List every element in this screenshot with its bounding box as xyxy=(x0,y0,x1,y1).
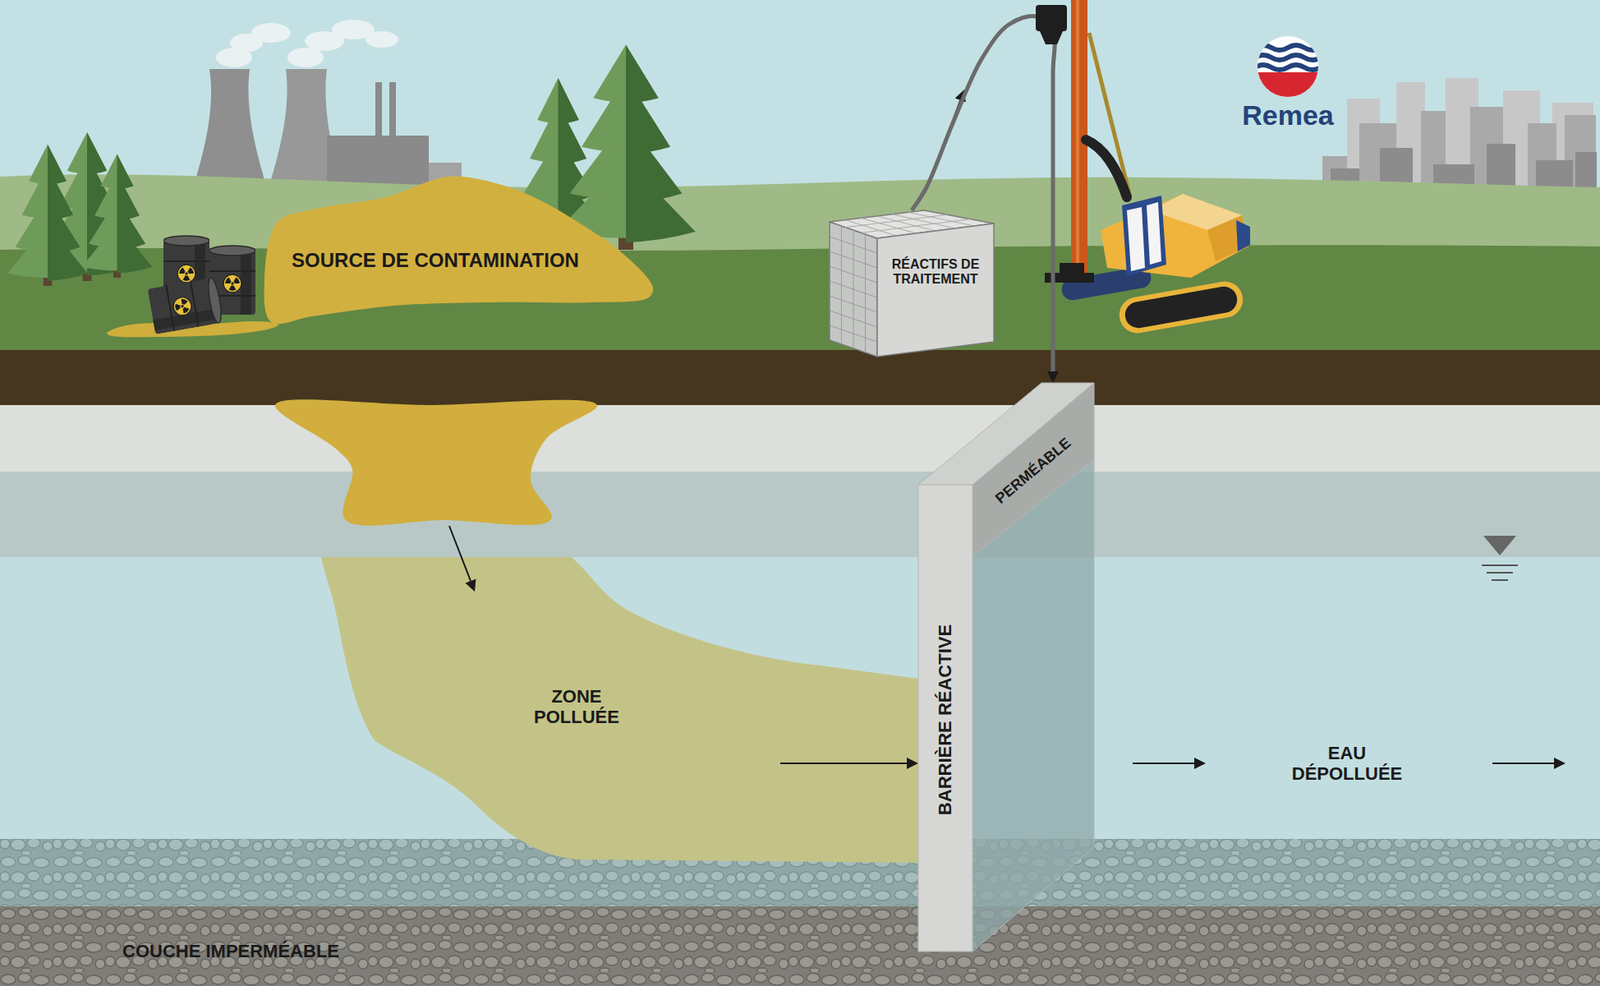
impermeable-layer: COUCHE IMPERMÉABLE xyxy=(0,905,1600,986)
water-table-symbol xyxy=(1483,535,1517,556)
hills xyxy=(0,244,1600,354)
smoke xyxy=(216,19,399,68)
contamination-source: SOURCE DE CONTAMINATION xyxy=(262,172,658,526)
barrels xyxy=(147,276,224,335)
flow-arrows xyxy=(1132,762,1195,764)
sky xyxy=(0,0,1600,354)
polluted-zone: ZONE POLLUÉE xyxy=(353,591,781,822)
cube-grid-line xyxy=(860,217,916,234)
trees xyxy=(82,154,153,278)
cube-grid-line xyxy=(845,214,948,227)
reagent-cube: RÉACTIFS DE TRAITEMENT xyxy=(829,210,994,359)
drill-head xyxy=(1039,31,1063,45)
city-skyline xyxy=(1322,78,1597,199)
power-plant xyxy=(389,82,396,191)
trees xyxy=(556,45,695,250)
infiltration-blob xyxy=(275,399,598,525)
cube-grid-line xyxy=(877,216,937,231)
node-label: BARRIÈRE RÉACTIVE xyxy=(934,624,956,815)
water-table-symbol xyxy=(1481,564,1518,566)
pollution-plume xyxy=(321,556,919,863)
drilling-rig xyxy=(1116,278,1246,336)
smoke xyxy=(365,31,399,48)
flow-arrows xyxy=(1492,762,1555,764)
water-table-symbol xyxy=(1486,571,1513,574)
reactive-barrier: PERMÉABLEBARRIÈRE RÉACTIVE xyxy=(918,382,1095,952)
sky xyxy=(0,0,1600,354)
water-table-symbol xyxy=(1481,535,1518,580)
logo-mark xyxy=(1255,32,1321,101)
ground-layers xyxy=(0,349,1600,405)
pollution-plume xyxy=(321,556,919,863)
power-plant xyxy=(375,82,382,191)
drilling-rig xyxy=(1059,262,1085,275)
logo-mark xyxy=(1255,64,1321,70)
logo-mark xyxy=(1255,45,1321,51)
logo-wordmark: Remea xyxy=(1241,99,1334,132)
contamination-blob xyxy=(264,176,654,325)
hills xyxy=(0,174,1600,354)
logo-mark xyxy=(1255,55,1321,60)
barrels xyxy=(147,235,256,335)
cube-face xyxy=(877,223,994,357)
drilling-rig xyxy=(1236,220,1251,252)
cube-grid-line xyxy=(908,211,975,226)
drilling-rig xyxy=(1089,32,1131,198)
barrier-face xyxy=(918,382,1095,485)
cube-grid-line xyxy=(892,214,956,229)
drilling-rig xyxy=(1126,206,1145,272)
smoke xyxy=(251,22,291,43)
stone-band xyxy=(0,905,1600,986)
contamination-source-outline xyxy=(262,172,658,526)
smoke xyxy=(287,47,324,68)
hills xyxy=(0,174,1600,354)
cube-grid-line xyxy=(829,310,878,327)
ground-layers xyxy=(0,471,1600,557)
drilling-rig xyxy=(1121,195,1167,276)
trees xyxy=(7,144,88,286)
node-label: COUCHE IMPERMÉABLE xyxy=(122,940,340,961)
ground-layers xyxy=(0,349,1600,906)
flow-arrow xyxy=(780,762,907,764)
drilling-rig xyxy=(1085,139,1127,198)
water-table-symbol xyxy=(1491,579,1509,581)
cube-grid-line xyxy=(829,251,878,268)
cube-grid xyxy=(829,225,878,353)
zone-label: EAU DÉPOLLUÉE xyxy=(1291,742,1403,785)
logo-mark xyxy=(1255,32,1321,101)
flow-arrow xyxy=(449,525,471,581)
power-plant xyxy=(192,68,268,191)
logo-mark xyxy=(1255,72,1321,101)
drilling-rig xyxy=(1122,284,1239,330)
drilling-rig xyxy=(1146,202,1162,265)
cube-grid-line xyxy=(829,236,878,253)
ground-layers xyxy=(0,404,1600,472)
power-plant xyxy=(192,68,462,191)
drilling-rig xyxy=(1100,193,1249,278)
cube-grid-line xyxy=(829,266,878,283)
node-label: ZONE POLLUÉE xyxy=(533,685,620,728)
drilling-rig xyxy=(1075,0,1080,281)
node-label: RÉACTIFS DE TRAITEMENT xyxy=(885,257,986,288)
node-label: SOURCE DE CONTAMINATION xyxy=(291,248,580,272)
cube-face xyxy=(829,221,878,357)
barrier-face xyxy=(918,484,973,952)
logo-mark xyxy=(1255,32,1321,101)
cube-grid-line xyxy=(829,325,878,342)
drilling-rig xyxy=(1044,0,1251,336)
cube-grid-line xyxy=(829,295,878,313)
city-skyline xyxy=(1347,78,1594,199)
cube-grid-line xyxy=(829,280,878,298)
drill-head xyxy=(1035,4,1067,32)
